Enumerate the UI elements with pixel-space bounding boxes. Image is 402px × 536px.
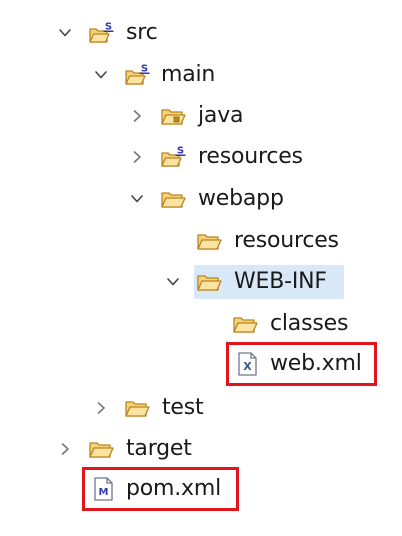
folder-icon [124, 395, 150, 421]
web-xml-highlight-box [226, 342, 377, 386]
tree-item-resources-source[interactable]: resources [124, 140, 324, 174]
xml-file-icon [234, 351, 260, 377]
source-folder-icon [160, 144, 186, 170]
tree-item-webapp[interactable]: webapp [124, 182, 304, 216]
tree-item-java[interactable]: java [124, 99, 264, 133]
tree-item-label: classes [270, 311, 349, 336]
tree-item-label: WEB-INF [234, 269, 327, 294]
tree-item-label: java [198, 103, 244, 128]
folder-icon [88, 436, 114, 462]
folder-icon [232, 311, 258, 337]
chevron-right-icon[interactable] [130, 109, 144, 123]
tree-item-test[interactable]: test [88, 391, 228, 425]
chevron-right-icon[interactable] [130, 150, 144, 164]
tree-item-label: src [126, 20, 158, 45]
tree-item-label: resources [198, 144, 303, 169]
chevron-right-icon[interactable] [94, 401, 108, 415]
chevron-right-icon[interactable] [58, 442, 72, 456]
tree-item-src[interactable]: src [52, 16, 172, 50]
package-folder-icon [160, 103, 186, 129]
tree-item-classes[interactable]: classes [232, 307, 362, 341]
chevron-down-icon[interactable] [130, 192, 144, 206]
tree-item-label: web.xml [270, 351, 362, 376]
tree-item-label: resources [234, 228, 339, 253]
folder-icon [160, 186, 186, 212]
tree-item-label: test [162, 395, 204, 420]
tree-item-label: target [126, 436, 192, 461]
tree-item-pom-xml[interactable]: pom.xml [88, 472, 236, 506]
tree-item-label: main [161, 62, 216, 87]
source-folder-icon [124, 62, 150, 88]
folder-icon [196, 228, 222, 254]
source-folder-icon [88, 20, 114, 46]
tree-item-label: pom.xml [126, 476, 222, 501]
chevron-down-icon[interactable] [58, 26, 72, 40]
tree-item-resources[interactable]: resources [196, 224, 356, 258]
chevron-down-icon[interactable] [166, 275, 180, 289]
folder-icon [196, 269, 222, 295]
tree-item-label: webapp [198, 186, 284, 211]
tree-item-web-inf[interactable]: WEB-INF [160, 265, 346, 299]
chevron-down-icon[interactable] [94, 68, 108, 82]
tree-item-main[interactable]: main [88, 58, 238, 92]
pom-xml-highlight-box [82, 467, 239, 511]
tree-item-target[interactable]: target [52, 432, 212, 466]
maven-file-icon [90, 476, 116, 502]
tree-item-web-xml[interactable]: web.xml [232, 347, 372, 381]
